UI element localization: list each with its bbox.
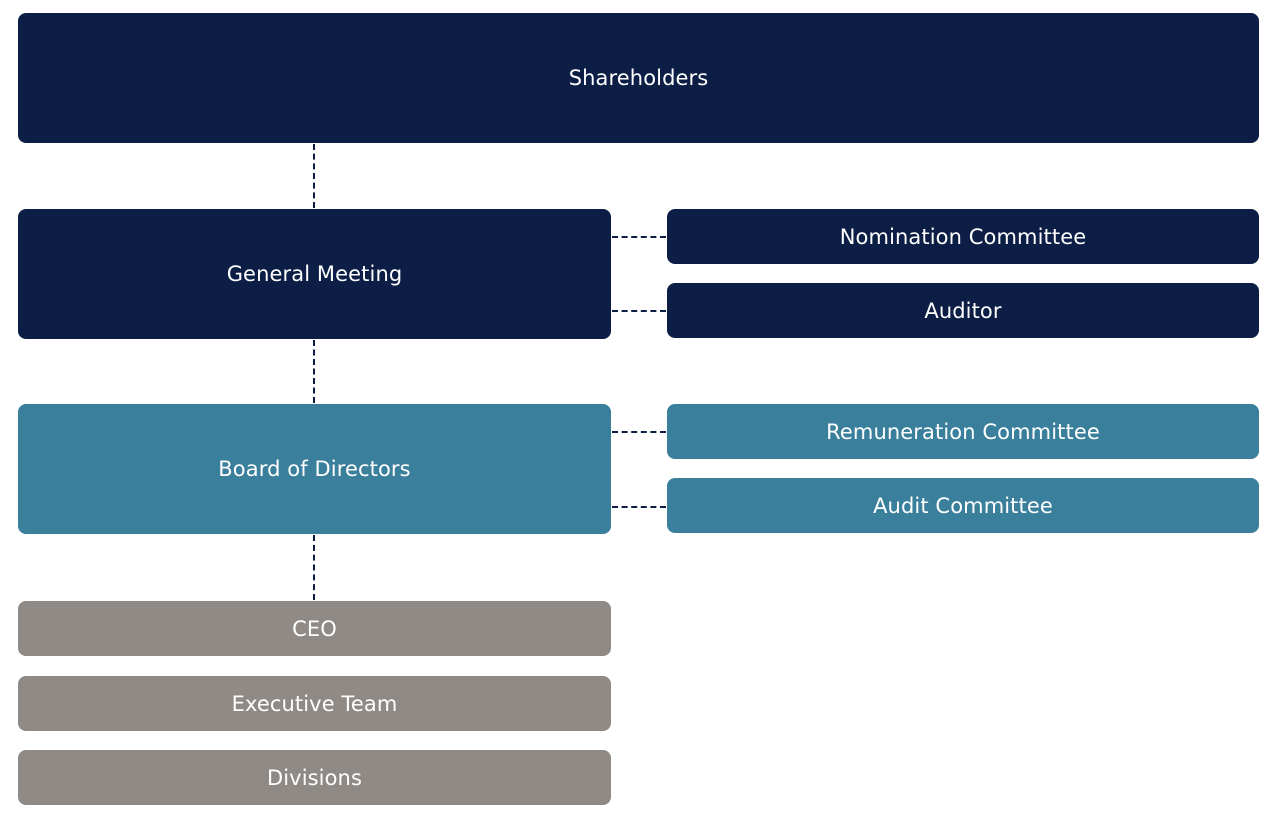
node-label: Remuneration Committee <box>826 419 1100 444</box>
node-remuneration-committee: Remuneration Committee <box>667 404 1259 459</box>
node-board-of-directors: Board of Directors <box>18 404 611 534</box>
node-label: Board of Directors <box>218 457 411 481</box>
node-audit-committee: Audit Committee <box>667 478 1259 533</box>
node-label: Shareholders <box>568 66 709 90</box>
connector-shareholders-general-meeting <box>313 144 315 208</box>
connector-general-meeting-auditor <box>612 310 666 312</box>
connector-general-meeting-nomination <box>612 236 666 238</box>
node-label: Audit Committee <box>873 493 1053 518</box>
connector-board-ceo <box>313 535 315 600</box>
node-ceo: CEO <box>18 601 611 656</box>
node-executive-team: Executive Team <box>18 676 611 731</box>
connector-board-remuneration <box>612 431 666 433</box>
node-general-meeting: General Meeting <box>18 209 611 339</box>
node-label: Executive Team <box>231 691 398 716</box>
node-label: Divisions <box>266 765 363 790</box>
node-label: Auditor <box>924 298 1002 323</box>
connector-general-meeting-board <box>313 340 315 403</box>
node-label: CEO <box>292 616 337 641</box>
connector-board-audit-committee <box>612 506 666 508</box>
node-nomination-committee: Nomination Committee <box>667 209 1259 264</box>
node-divisions: Divisions <box>18 750 611 805</box>
node-label: General Meeting <box>226 262 403 286</box>
node-auditor: Auditor <box>667 283 1259 338</box>
node-shareholders: Shareholders <box>18 13 1259 143</box>
node-label: Nomination Committee <box>839 224 1087 249</box>
